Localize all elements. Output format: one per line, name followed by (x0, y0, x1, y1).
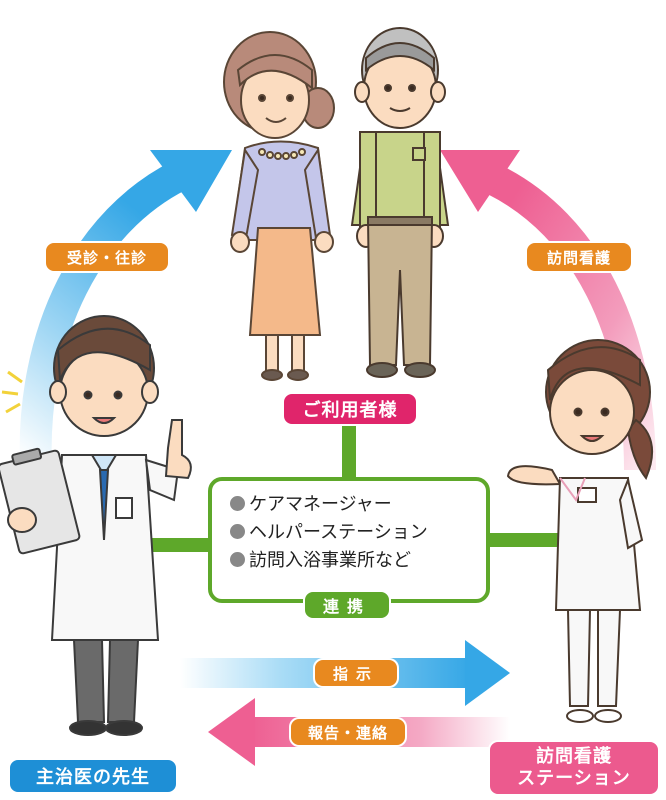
elderly-man-illustration (350, 27, 450, 378)
arrow-doctor-to-user (19, 150, 232, 471)
instruction-label: 指示 (313, 658, 399, 688)
station-label: 訪問看護 ステーション (488, 740, 660, 796)
report-label: 報告・連絡 (289, 717, 407, 747)
elderly-woman-illustration (223, 31, 335, 381)
bullet-icon (230, 551, 245, 567)
consultation-label: 受診・往診 (44, 241, 170, 273)
station-label-line1: 訪問看護 (536, 746, 612, 767)
service-item-label: ヘルパーステーション (249, 522, 428, 543)
doctor-label: 主治医の先生 (8, 758, 178, 794)
bullet-icon (230, 495, 245, 511)
cooperation-box: ケアマネージャー ヘルパーステーション 訪問入浴事業所など (208, 477, 490, 603)
visit-nursing-label: 訪問看護 (525, 241, 633, 273)
station-label-line2: ステーション (517, 768, 631, 789)
service-item-label: 訪問入浴事業所など (249, 550, 411, 571)
service-item: ケアマネージャー (230, 489, 486, 517)
cooperation-tag: 連携 (303, 590, 391, 620)
nurse-illustration (506, 339, 653, 723)
bullet-icon (230, 523, 245, 539)
service-item: ヘルパーステーション (230, 517, 486, 545)
service-item: 訪問入浴事業所など (230, 545, 486, 573)
service-item-label: ケアマネージャー (249, 494, 392, 515)
user-label: ご利用者様 (282, 392, 418, 426)
doctor-illustration (0, 315, 192, 736)
